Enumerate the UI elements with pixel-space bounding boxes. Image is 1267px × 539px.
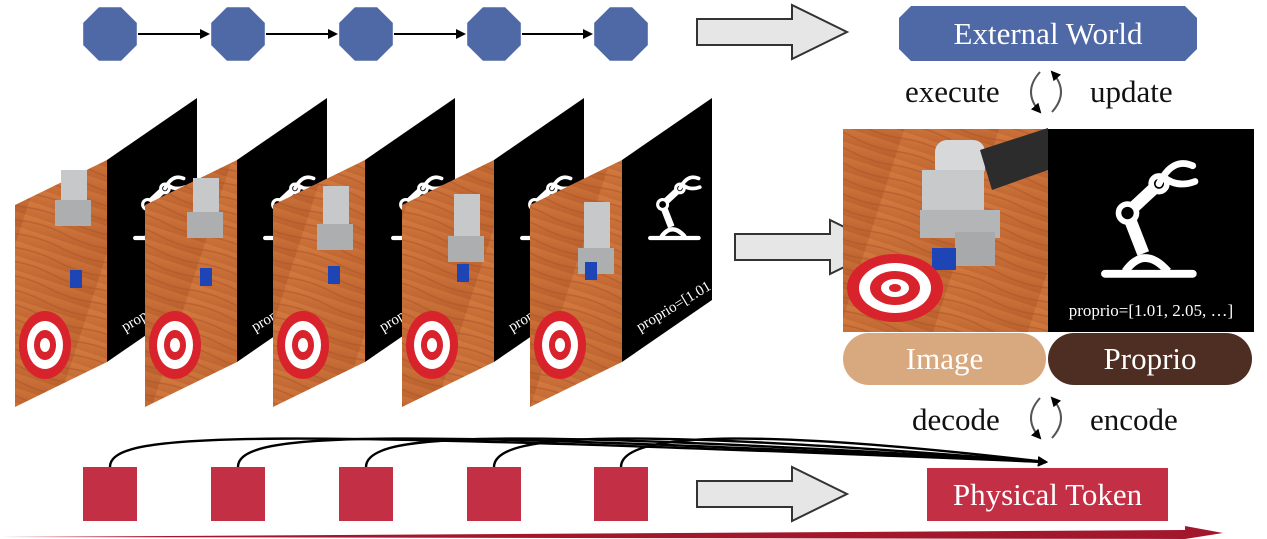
frame-cube (328, 266, 340, 284)
frame-gripper (317, 224, 353, 250)
frame: proprio=[1.01, 2.05, ...] (530, 98, 763, 407)
flow-arrow-top (696, 3, 850, 61)
frame-target-center (427, 338, 437, 352)
flow-arrow-bottom (696, 465, 850, 523)
physical-token-box: Physical Token (927, 468, 1168, 521)
top-state-chain (83, 7, 648, 61)
proprio-pill: Proprio (1048, 333, 1252, 385)
token-node (211, 467, 265, 521)
frame-cube (200, 268, 212, 286)
target-icon (847, 254, 943, 322)
frame-target-center (298, 338, 308, 352)
frame-target-center (170, 338, 180, 352)
frame-cube (457, 264, 469, 282)
state-node (467, 7, 521, 61)
token-node (594, 467, 648, 521)
robot-finger (955, 232, 995, 266)
state-node (594, 7, 648, 61)
external-world-box: External World (899, 6, 1197, 61)
token-node (467, 467, 521, 521)
frame-gripper (187, 212, 223, 238)
frame-stack: proprio=[proprio=[proprio=[proprio=[prop… (15, 98, 763, 407)
state-node (83, 7, 137, 61)
token-link (619, 437, 1048, 468)
blue-cube (932, 248, 956, 270)
frame-gripper (448, 236, 484, 262)
execute-label: execute (905, 74, 1000, 109)
token-node (339, 467, 393, 521)
token-link (492, 437, 1048, 468)
state-node (339, 7, 393, 61)
decode-encode-cycle (1050, 396, 1062, 439)
proprio-value: proprio=[1.01, 2.05, …] (1069, 301, 1233, 320)
cycle-arrows (1030, 70, 1062, 440)
frame-robot (193, 178, 219, 218)
decode-encode-cycle (1030, 397, 1042, 440)
update-label: update (1090, 74, 1173, 109)
decode-label: decode (912, 402, 1000, 437)
frame-target-center (40, 338, 50, 352)
frame-cube (585, 262, 597, 280)
token-link (236, 437, 1048, 468)
token-node (83, 467, 137, 521)
proprio-panel (1048, 129, 1254, 332)
image-pill: Image (843, 333, 1046, 385)
execute-update-cycle (1050, 70, 1062, 113)
encode-label: encode (1090, 402, 1178, 437)
frame-robot (61, 170, 87, 204)
token-chain (83, 437, 1048, 521)
frame-cube (70, 270, 82, 288)
token-link (108, 437, 1048, 468)
token-link (364, 437, 1048, 468)
frame-target-center (555, 338, 565, 352)
time-arrow (0, 526, 1223, 539)
state-node (211, 7, 265, 61)
observation-panel: proprio=[1.01, 2.05, …] (843, 128, 1254, 332)
frame-gripper (55, 200, 91, 226)
robot-arm-link (980, 128, 1048, 190)
execute-update-cycle (1030, 71, 1042, 114)
